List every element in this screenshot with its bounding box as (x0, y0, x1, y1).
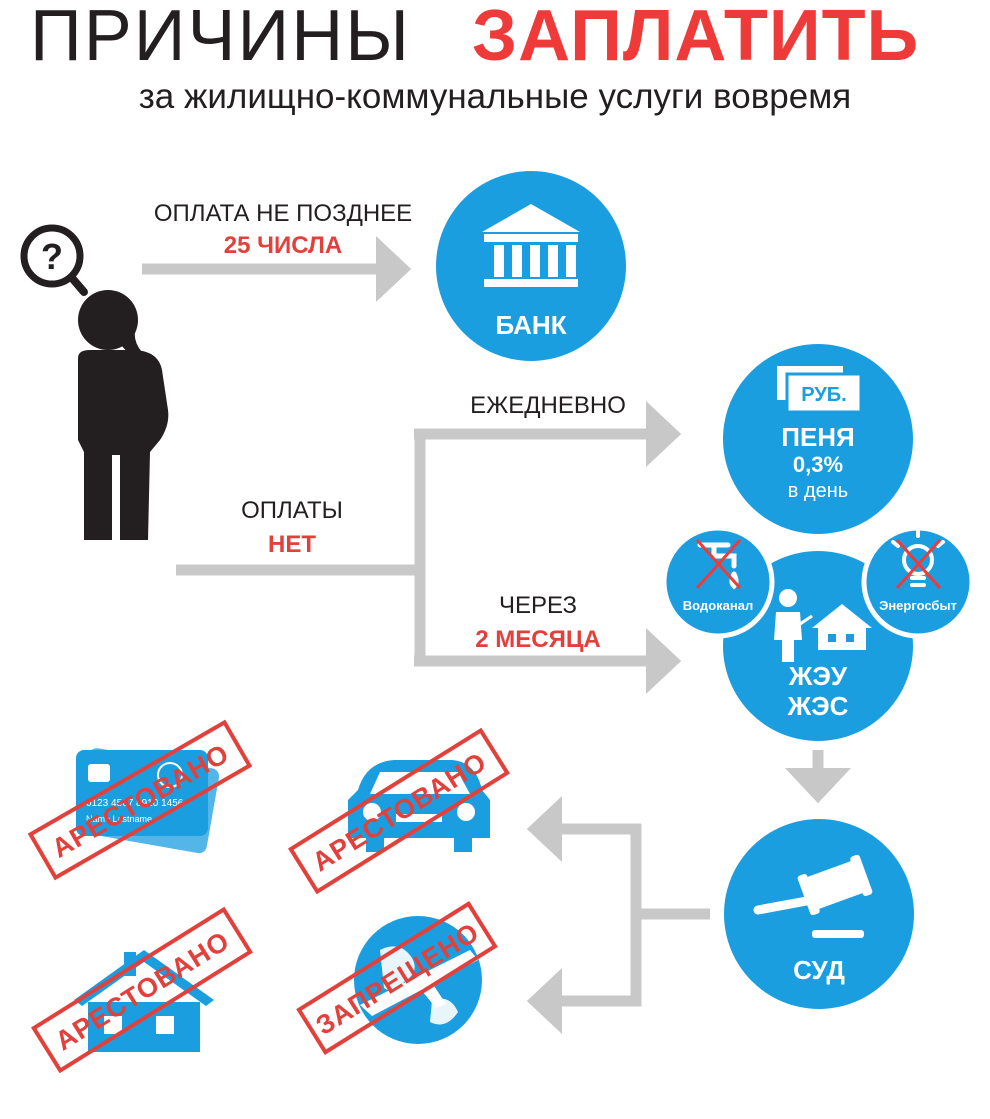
question-icon: ? (20, 224, 88, 296)
court-label: СУД (793, 955, 845, 985)
title-part-1: ПРИЧИНЫ (30, 0, 411, 76)
after-label: ЧЕРЕЗ (499, 592, 577, 619)
worker-icon (774, 589, 813, 662)
banknote-icon: РУБ. (777, 366, 863, 414)
card-number: 0123 4567 8910 1456 (86, 798, 184, 809)
bank-label: БАНК (495, 310, 566, 340)
card-holder: Name Lastname (86, 814, 152, 824)
penalty-period: в день (788, 480, 848, 502)
house-icon (812, 604, 872, 650)
title-part-2: ЗАПЛАТИТЬ (472, 0, 919, 76)
water-cross (695, 538, 742, 590)
branch-arrows (176, 401, 682, 694)
after-value: 2 МЕСЯЦА (475, 626, 600, 653)
credit-card-icon: 0123 4567 8910 1456 Name Lastname (76, 748, 220, 854)
person-icon (78, 290, 169, 540)
car-icon (348, 760, 490, 852)
svg-text:?: ? (41, 236, 63, 277)
penalty-rate: 0,3% (793, 452, 843, 477)
globe-plane-icon (354, 916, 482, 1044)
utilities-label-2: ЖЭС (787, 691, 849, 721)
court-node: СУД (724, 819, 914, 1009)
no-payment-label: ОПЛАТЫ (241, 497, 343, 524)
banknote-label: РУБ. (801, 384, 846, 406)
page-subtitle: за жилищно-коммунальные услуги вовремя (139, 77, 852, 116)
pay-on-time-label: ОПЛАТА НЕ ПОЗДНЕЕ (154, 200, 412, 227)
no-payment-value: НЕТ (268, 531, 316, 558)
penalty-label: ПЕНЯ (781, 422, 855, 452)
stamp-card: АРЕСТОВАНО (27, 719, 253, 881)
bank-icon (482, 204, 580, 287)
gavel-icon (753, 854, 873, 938)
energy-cross (895, 538, 942, 590)
penalty-node: РУБ. ПЕНЯ 0,3% в день (723, 344, 913, 534)
deadline-label: 25 ЧИСЛА (224, 232, 342, 259)
bulb-icon (891, 528, 945, 587)
utilities-node: Водоканал Энергосбыт ЖЭУ ЖЭС (661, 525, 975, 741)
daily-label: ЕЖЕДНЕВНО (470, 392, 626, 419)
consequence-arrows (526, 796, 710, 1034)
bank-node: БАНК (436, 171, 626, 361)
energy-label: Энергосбыт (879, 598, 957, 613)
water-label: Водоканал (683, 598, 753, 613)
page-title: ПРИЧИНЫ ЗАПЛАТИТЬ (30, 0, 919, 76)
utilities-label-1: ЖЭУ (788, 661, 848, 691)
